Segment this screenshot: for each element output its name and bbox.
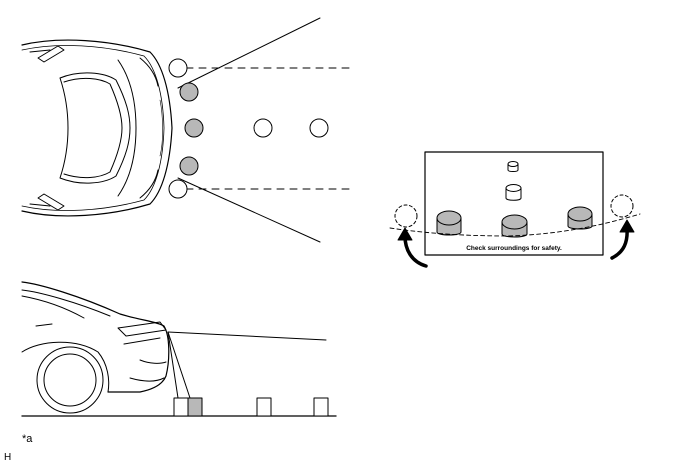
pole-filled (184, 118, 204, 138)
pole-empty (253, 118, 273, 138)
callout-label: *a (22, 433, 33, 445)
camera-display: Check surroundings for safety. (389, 151, 641, 256)
pole-empty (256, 397, 272, 417)
near-pole-right (567, 206, 593, 230)
distant-pole-small (507, 161, 519, 172)
hidden-pole-left (394, 204, 428, 268)
pole-empty (309, 118, 329, 138)
pole-empty (168, 179, 188, 199)
rear-wheel (36, 346, 104, 414)
figure-code: H (4, 452, 12, 463)
sensor-detection-lines (177, 17, 351, 243)
pole-filled (179, 82, 199, 102)
pole-empty (168, 58, 188, 78)
near-pole-left (436, 210, 462, 236)
pole-empty (313, 397, 329, 417)
side-view-poles (173, 397, 329, 417)
bumper-guide-curve (389, 213, 641, 237)
side-sensor-lines (167, 331, 327, 399)
top-view-poles (168, 58, 329, 199)
pole-empty (173, 397, 189, 417)
pole-filled (179, 156, 199, 176)
car-top-view (21, 39, 173, 217)
screen-caption: Check surroundings for safety. (466, 245, 562, 252)
car-side-view (21, 281, 170, 414)
near-pole-center (501, 214, 528, 238)
distant-pole-medium (505, 184, 522, 201)
hidden-pole-right (610, 194, 635, 260)
pole-filled (187, 397, 203, 417)
